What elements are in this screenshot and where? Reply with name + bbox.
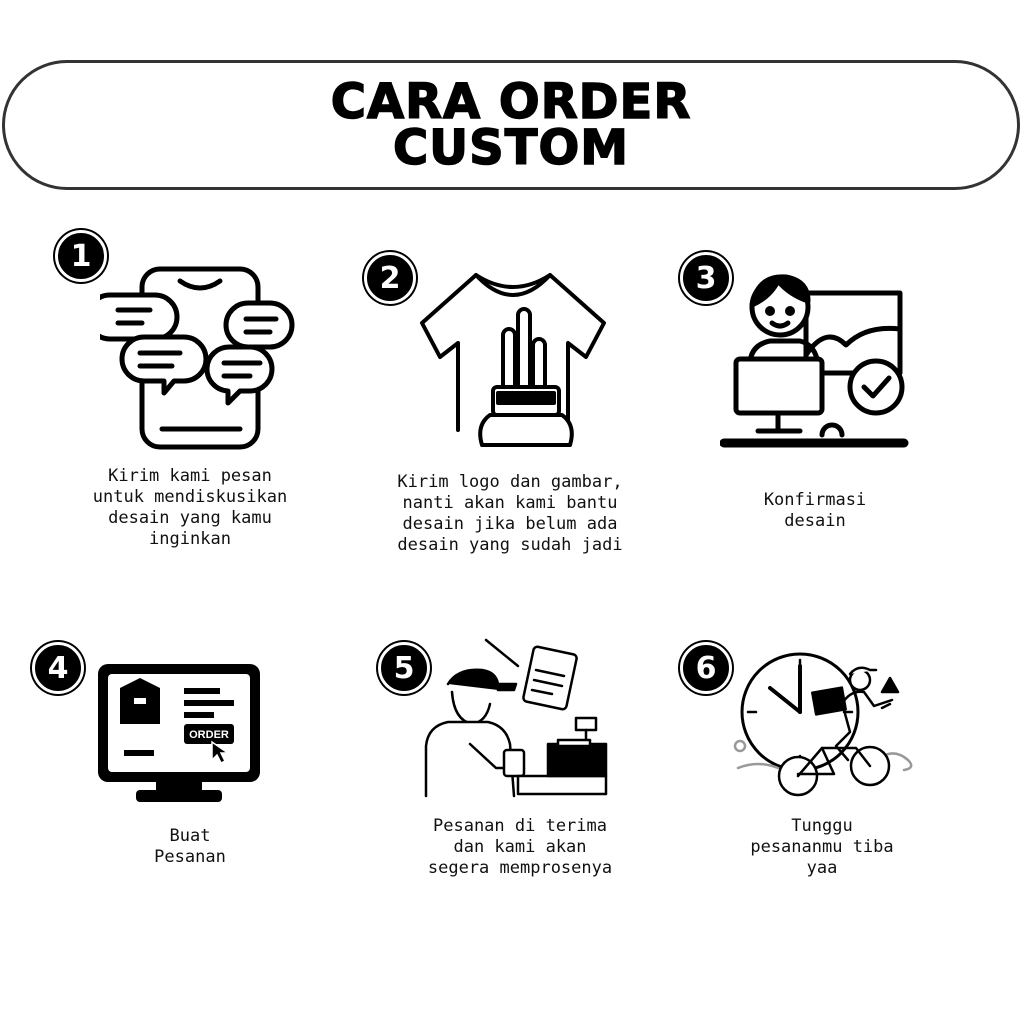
page-title-line-2: CUSTOM [392, 120, 630, 176]
step-1-caption: Kirim kami pesan untuk mendiskusikan des… [92, 466, 288, 549]
phone-chat-icon [100, 266, 295, 450]
step-3-caption: Konfirmasi desain [763, 490, 867, 531]
step-number-badge: 1 [55, 230, 107, 282]
step-number-badge: 3 [680, 252, 732, 304]
step-number-badge: 6 [680, 642, 732, 694]
tshirt-print-icon [420, 273, 606, 447]
delivery-bike-icon [733, 652, 913, 797]
order-label: ORDER [189, 729, 229, 741]
title-banner: CARA ORDER CUSTOM [2, 60, 1020, 190]
step-6-caption: Tunggu pesananmu tiba yaa [750, 816, 894, 878]
step-5-caption: Pesanan di terima dan kami akan segera m… [427, 816, 613, 878]
designer-desk-icon [720, 274, 909, 448]
step-number-badge: 2 [364, 252, 416, 304]
step-4-caption: Buat Pesanan [154, 826, 226, 867]
page-title-line-1: CARA ORDER [330, 74, 692, 130]
step-2-caption: Kirim logo dan gambar, nanti akan kami b… [397, 472, 623, 555]
step-number-badge: 5 [378, 642, 430, 694]
monitor-order-icon: ORDER [98, 664, 260, 802]
cashier-icon [424, 638, 608, 798]
step-number-badge: 4 [32, 642, 84, 694]
